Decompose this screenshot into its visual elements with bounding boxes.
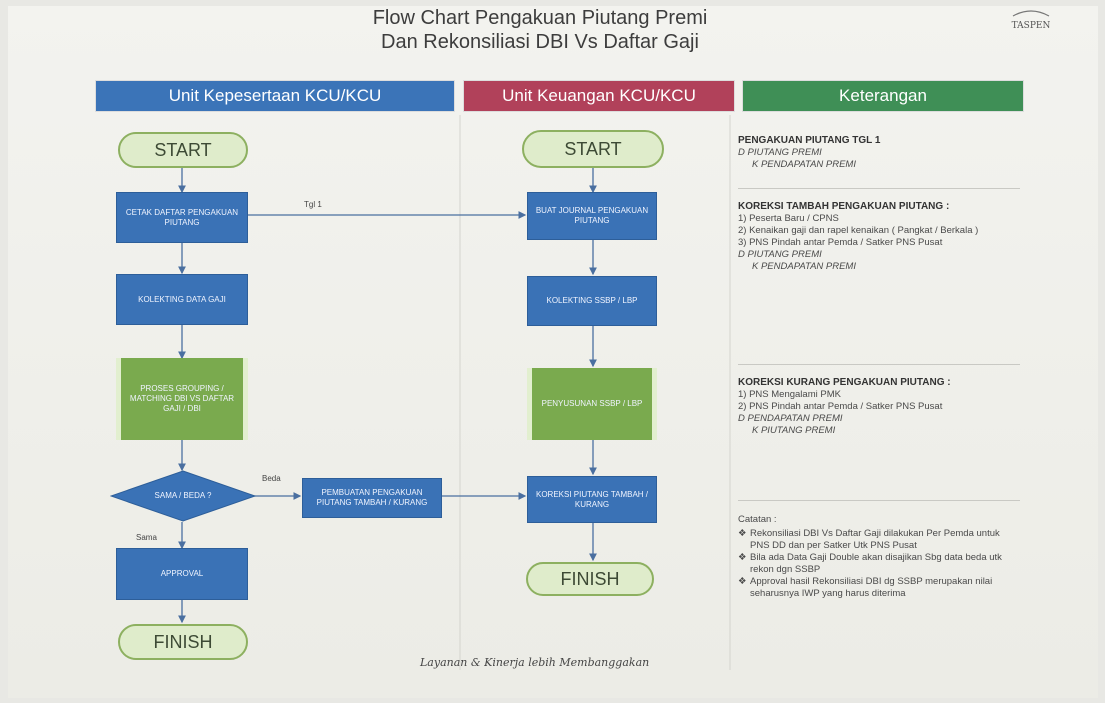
notes-catatan-title: Catatan : [738, 514, 777, 525]
mid-step-pembuatan-koreksi: PEMBUATAN PENGAKUAN PIUTANG TAMBAH / KUR… [302, 478, 442, 518]
notes-divider [738, 500, 1020, 501]
right-step-kolekting-ssbp: KOLEKTING SSBP / LBP [527, 276, 657, 326]
header-unit-keuangan: Unit Keuangan KCU/KCU [463, 80, 735, 112]
notes-section-koreksi-kurang: KOREKSI KURANG PENGAKUAN PIUTANG : 1) PN… [738, 376, 1020, 437]
label-tgl1: Tgl 1 [304, 200, 322, 209]
right-step-buat-journal: BUAT JOURNAL PENGAKUAN PIUTANG [527, 192, 657, 240]
left-step-proses-matching: PROSES GROUPING / MATCHING DBI VS DAFTAR… [116, 358, 248, 440]
left-start-terminator: START [118, 132, 248, 168]
notes-section-koreksi-tambah: KOREKSI TAMBAH PENGAKUAN PIUTANG : 1) Pe… [738, 200, 1020, 273]
notes-sec2-debit: D PIUTANG PREMI [738, 249, 822, 260]
notes-divider [738, 188, 1020, 189]
right-finish-terminator: FINISH [526, 562, 654, 596]
notes-section-catatan: Catatan : ❖ Rekonsiliasi DBI Vs Daftar G… [738, 514, 1020, 600]
keterangan-panel: PENGAKUAN PIUTANG TGL 1 D PIUTANG PREMI … [738, 124, 1020, 672]
catatan-item: ❖ Approval hasil Rekonsiliasi DBI dg SSB… [738, 576, 1020, 600]
notes-sec1-title: PENGAKUAN PIUTANG TGL 1 [738, 135, 881, 146]
notes-sec1-credit: K PENDAPATAN PREMI [752, 159, 856, 170]
right-start-terminator: START [522, 130, 664, 168]
title-line-1: Flow Chart Pengakuan Piutang Premi [372, 7, 708, 29]
label-beda: Beda [262, 474, 281, 483]
header-keterangan: Keterangan [742, 80, 1024, 112]
left-step-kolekting-data: KOLEKTING DATA GAJI [116, 274, 248, 325]
diamond-bullet-icon: ❖ [738, 552, 747, 563]
catatan-item: ❖ Rekonsiliasi DBI Vs Daftar Gaji dilaku… [738, 528, 1020, 552]
notes-sec2-item: 3) PNS Pindah antar Pemda / Satker PNS P… [738, 237, 943, 248]
notes-sec2-item: 1) Peserta Baru / CPNS [738, 213, 839, 224]
catatan-item-text: Bila ada Data Gaji Double akan disajikan… [750, 552, 1002, 575]
notes-sec3-item: 1) PNS Mengalami PMK [738, 389, 841, 400]
logo-text: TASPEN [1011, 21, 1051, 31]
diamond-bullet-icon: ❖ [738, 576, 747, 587]
notes-section-pengakuan: PENGAKUAN PIUTANG TGL 1 D PIUTANG PREMI … [738, 134, 1020, 171]
label-sama: Sama [136, 533, 157, 542]
taspen-logo: TASPEN [1005, 8, 1057, 31]
notes-sec1-debit: D PIUTANG PREMI [738, 147, 822, 158]
header-unit-kepesertaan: Unit Kepesertaan KCU/KCU [95, 80, 455, 112]
logo-emblem-icon [1012, 10, 1050, 17]
diamond-bullet-icon: ❖ [738, 528, 747, 539]
left-step-approval: APPROVAL [116, 548, 248, 600]
notes-sec3-credit: K PIUTANG PREMI [752, 425, 836, 436]
notes-sec3-item: 2) PNS Pindah antar Pemda / Satker PNS P… [738, 401, 943, 412]
left-step-cetak-daftar: CETAK DAFTAR PENGAKUAN PIUTANG [116, 192, 248, 243]
page-title: Flow Chart Pengakuan Piutang Premi Dan R… [300, 6, 780, 54]
title-line-2: Dan Rekonsiliasi DBI Vs Daftar Gaji [381, 31, 699, 53]
notes-sec3-debit: D PENDAPATAN PREMI [738, 413, 843, 424]
notes-sec2-title: KOREKSI TAMBAH PENGAKUAN PIUTANG : [738, 201, 950, 212]
right-step-koreksi-piutang: KOREKSI PIUTANG TAMBAH / KURANG [527, 476, 657, 523]
catatan-item-text: Approval hasil Rekonsiliasi DBI dg SSBP … [750, 576, 993, 599]
signature-tagline: Layanan & Kinerja lebih Membanggakan [420, 656, 650, 669]
notes-sec2-item: 2) Kenaikan gaji dan rapel kenaikan ( Pa… [738, 225, 979, 236]
notes-divider [738, 364, 1020, 365]
catatan-item-text: Rekonsiliasi DBI Vs Daftar Gaji dilakuka… [750, 528, 1000, 551]
catatan-item: ❖ Bila ada Data Gaji Double akan disajik… [738, 552, 1020, 576]
right-step-penyusunan-ssbp: PENYUSUNAN SSBP / LBP [527, 368, 657, 440]
notes-sec2-credit: K PENDAPATAN PREMI [752, 261, 856, 272]
notes-sec3-title: KOREKSI KURANG PENGAKUAN PIUTANG : [738, 377, 951, 388]
decision-diamond [110, 470, 256, 522]
left-finish-terminator: FINISH [118, 624, 248, 660]
decision-label: SAMA / BEDA ? [154, 491, 212, 500]
